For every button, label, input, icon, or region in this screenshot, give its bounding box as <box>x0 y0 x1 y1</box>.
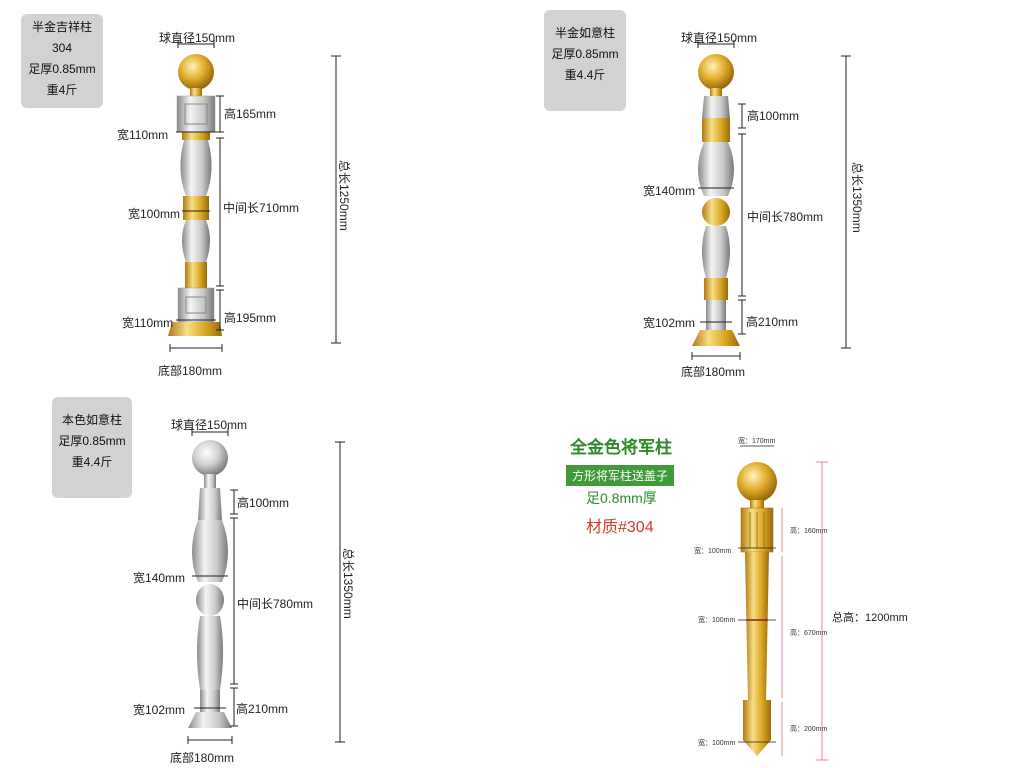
badge-line: 重4.4斤 <box>564 68 606 82</box>
dimension-lines-2 <box>691 40 851 360</box>
badge-line: 304 <box>51 41 73 55</box>
dimension-lines-3 <box>187 428 345 744</box>
mid-width-label-2: 宽140mm <box>643 184 696 198</box>
badge-line: 本色如意柱 <box>61 413 122 427</box>
thickness-label-4: 足0.8mm厚 <box>586 490 657 506</box>
promo-strip-4: 方形将军柱送盖子 <box>566 465 675 486</box>
mid-length-label-4: 高：670mm <box>790 630 828 637</box>
post-1 <box>168 54 222 336</box>
bottom-height-label-2: 高210mm <box>746 315 799 329</box>
top-height-label-4: 高：160mm <box>790 528 828 535</box>
top-height-label-3: 高100mm <box>237 496 290 510</box>
material-label-4: 材质#304 <box>586 519 654 536</box>
badge-line: 足厚0.85mm <box>58 434 126 448</box>
top-width-label-4: 宽：100mm <box>694 548 732 555</box>
product-badge-2: 半金如意柱 足厚0.85mm 重4.4斤 <box>544 10 626 111</box>
top-height-label-1: 高165mm <box>224 107 277 121</box>
dimension-lines-4 <box>738 445 828 761</box>
bottom-width-label-4: 宽：100mm <box>698 740 736 747</box>
badge-line: 足厚0.85mm <box>28 62 96 76</box>
mid-width-label-1: 宽100mm <box>128 207 181 221</box>
mid-length-label-3: 中间长780mm <box>237 597 314 611</box>
mid-width-label-3: 宽140mm <box>133 571 186 585</box>
ball-diameter-label-2: 球直径150mm <box>681 31 758 45</box>
bottom-height-label-4: 高：200mm <box>790 726 828 733</box>
post-2 <box>692 54 740 346</box>
top-width-label-1: 宽110mm <box>117 128 169 142</box>
base-label-1: 底部180mm <box>158 364 223 378</box>
total-height-label-4: 总高：1200mm <box>832 612 908 624</box>
product-badge-3: 本色如意柱 足厚0.85mm 重4.4斤 <box>52 397 132 498</box>
bottom-height-label-1: 高195mm <box>224 311 277 325</box>
badge-line: 重4斤 <box>46 83 78 97</box>
ball-width-label-4: 宽：170mm <box>738 438 776 445</box>
ball-diameter-label-3: 球直径150mm <box>171 418 248 432</box>
dimension-lines-1 <box>169 40 341 352</box>
bottom-width-label-1: 宽110mm <box>122 316 174 330</box>
mid-length-label-2: 中间长780mm <box>747 210 824 224</box>
product-badge-1: 半金吉祥柱 304 足厚0.85mm 重4斤 <box>21 14 103 108</box>
bottom-width-label-3: 宽102mm <box>133 703 186 717</box>
mid-width-label-4: 宽：100mm <box>698 617 736 624</box>
bottom-height-label-3: 高210mm <box>236 702 289 716</box>
post-4 <box>737 462 777 756</box>
badge-line: 足厚0.85mm <box>551 47 619 61</box>
badge-line: 半金如意柱 <box>554 26 615 40</box>
top-height-label-2: 高100mm <box>747 109 800 123</box>
badge-line: 重4.4斤 <box>71 455 113 469</box>
badge-line: 半金吉祥柱 <box>31 20 92 34</box>
mid-length-label-1: 中间长710mm <box>223 201 300 215</box>
base-label-3: 底部180mm <box>170 751 235 765</box>
total-length-label-1: 总长1250mm <box>337 160 351 231</box>
ball-diameter-label-1: 球直径150mm <box>159 31 236 45</box>
bottom-width-label-2: 宽102mm <box>643 316 696 330</box>
base-label-2: 底部180mm <box>681 365 746 379</box>
post-3 <box>188 440 232 728</box>
total-length-label-3: 总长1350mm <box>341 548 355 619</box>
total-length-label-2: 总长1350mm <box>850 162 864 233</box>
product-title-4: 全金色将军柱 <box>570 438 672 457</box>
